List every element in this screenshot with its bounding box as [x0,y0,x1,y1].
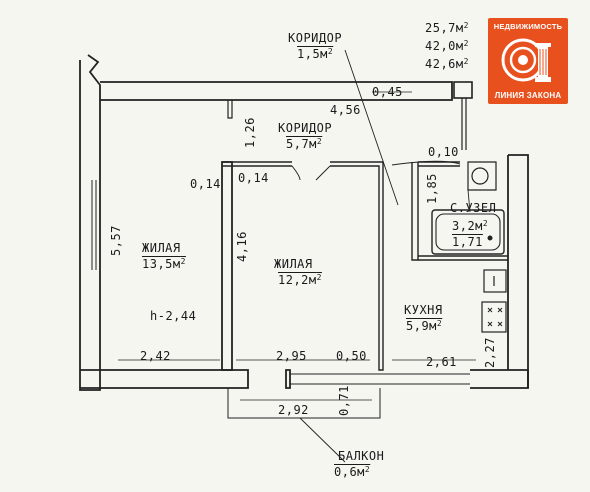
fridge [483,269,507,293]
room-area-balcony: 0,6м2 [334,465,371,479]
bottom-wall-left [80,369,249,389]
bath-bottom [418,255,508,261]
bathtub [431,209,505,255]
dim-2-92: 2,92 [278,403,309,417]
dim-0-45: 0,45 [372,85,403,99]
logo-bottom-text: ЛИНИЯ ЗАКОНА [494,91,562,100]
dim-2-42: 2,42 [140,349,171,363]
dim-0-14-a: 0,14 [190,177,221,191]
dim-4-56: 4,56 [330,103,361,117]
door-swing-2 [315,165,331,181]
dim-0-10: 0,10 [428,145,459,159]
dim-1-85: 1,85 [425,173,439,204]
room-name-kitchen: КУХНЯ [404,303,443,317]
wall-stub [227,100,233,119]
room-name-corridor-mid: КОРИДОР [278,121,333,135]
door-swing-3 [391,160,461,166]
company-logo: НЕДВИЖИМОСТЬ ЛИНИЯ ЗАКОНА [488,18,568,104]
dim-0-14-b: 0,14 [238,171,269,185]
total-area-2: 42,0м2 [425,39,469,53]
vent-box [453,81,473,99]
room-area-corridor-mid: 5,7м2 [286,137,323,151]
outer-wall-left [79,54,101,391]
leader-corridor-top [344,49,399,206]
dim-2-95: 2,95 [276,349,307,363]
column-emblem-icon [501,38,551,82]
balcony-outline [227,388,381,419]
dim-2-27: 2,27 [483,337,497,368]
bottom-wall-right [285,369,291,389]
toilet [467,161,497,191]
total-area-1: 25,7м2 [425,21,469,35]
room-area-living-left: 13,5м2 [142,257,186,271]
ceiling-height: h-2,44 [150,309,197,323]
dim-0-71: 0,71 [337,385,351,416]
logo-top-text: НЕДВИЖИМОСТЬ [493,22,563,31]
dim-5-57: 5,57 [109,225,123,256]
partition-mid-top [222,161,292,167]
room-name-living-left: ЖИЛАЯ [142,241,181,255]
riser-line [461,98,467,150]
room-area-bathroom: 3,2м2 [452,219,489,233]
total-area-3: 42,6м2 [425,57,469,71]
partition-corridor [330,161,384,371]
dim-4-16: 4,16 [235,231,249,262]
door-swing-1 [291,165,301,181]
room-name-living-mid: ЖИЛАЯ [274,257,313,271]
stove [481,301,507,333]
room-name-balcony: БАЛКОН [338,449,385,463]
room-name-corridor-top: КОРИДОР [288,31,343,45]
dim-2-61: 2,61 [426,355,457,369]
right-wall [508,154,529,388]
top-wall [100,81,453,101]
leader-bath [467,189,471,213]
room-name-bathroom: С.УЗЕЛ [450,201,497,215]
room-area-living-mid: 12,2м2 [278,273,322,287]
dim-1-26: 1,26 [243,117,257,148]
bathroom-height: 1,71 [452,235,483,249]
window-left [91,180,97,270]
window-bottom [290,373,470,385]
partition-mid [221,161,233,371]
room-area-kitchen: 5,9м2 [406,319,443,333]
leader-balcony [299,417,346,463]
bottom-wall-kitchen [470,369,529,389]
partition-bath [411,162,419,261]
room-area-corridor-top: 1,5м2 [297,47,334,61]
dim-0-50: 0,50 [336,349,367,363]
